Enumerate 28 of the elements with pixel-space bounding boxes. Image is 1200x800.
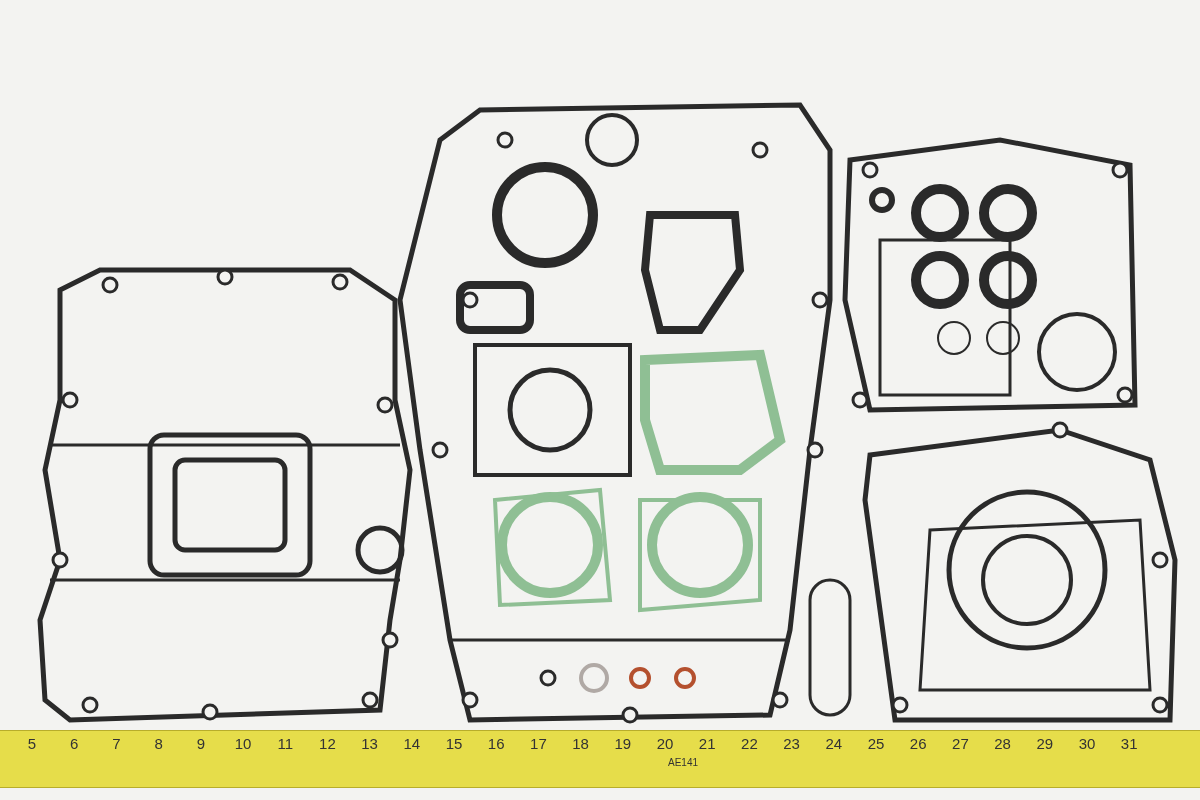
ruler-code: AE141 [668,757,699,768]
ruler-number: 18 [572,735,589,752]
ruler-number: 20 [656,735,674,752]
ruler-number: 5 [27,735,37,752]
ruler-number: 30 [1078,735,1096,752]
ruler-number: 10 [234,735,252,752]
ruler-number: 25 [867,735,885,752]
ruler-number: 27 [952,735,969,752]
ruler-number: 6 [70,735,79,752]
ruler-number: 13 [361,735,378,752]
ruler-number: 23 [783,735,800,752]
ruler-number: 8 [154,735,163,752]
ruler-number: 11 [277,735,293,752]
ruler-number: 31 [1120,735,1138,752]
ruler-number: 9 [196,735,205,752]
ruler-number: 15 [445,735,463,752]
ruler-number: 26 [909,735,927,752]
ruler-number: 29 [1036,735,1054,752]
ruler-number: 17 [530,735,547,752]
ruler-number: 12 [319,735,336,752]
ruler-number: 22 [741,735,758,752]
ruler-number: 16 [487,735,505,752]
ruler-number: 7 [112,735,121,752]
ruler-number: 24 [825,735,843,752]
ruler-number: 21 [698,735,716,752]
ruler-number: 28 [994,735,1011,752]
ruler-number: 14 [403,735,421,752]
ruler-number: 19 [614,735,632,752]
